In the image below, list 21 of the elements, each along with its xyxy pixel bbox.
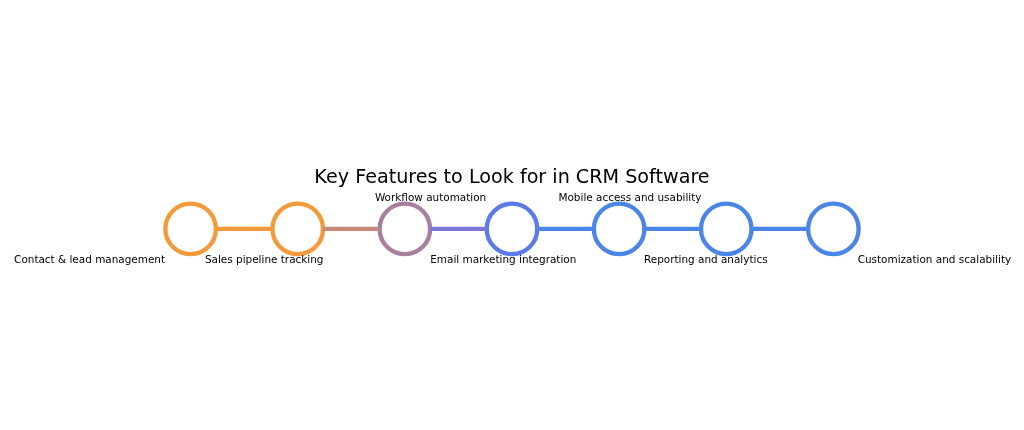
node-label: Email marketing integration	[430, 252, 577, 265]
node-label: Contact & lead management	[14, 252, 166, 265]
connector	[537, 226, 594, 232]
node-circle	[805, 201, 861, 257]
node-circle	[484, 201, 540, 257]
connector	[430, 226, 487, 232]
node-circle	[377, 201, 433, 257]
connector	[644, 226, 701, 232]
node-label: Workflow automation	[374, 190, 487, 203]
node-label: Sales pipeline tracking	[204, 252, 324, 265]
node-circle	[163, 201, 219, 257]
connector	[215, 226, 273, 232]
node-label: Reporting and analytics	[643, 252, 768, 265]
node-label: Customization and scalability	[857, 252, 1012, 265]
connector	[751, 226, 808, 232]
node-circle	[698, 201, 754, 257]
node-circle	[591, 201, 647, 257]
diagram-title: Key Features to Look for in CRM Software	[314, 165, 710, 189]
node-label: Mobile access and usability	[558, 190, 702, 203]
node-circle	[270, 201, 326, 257]
connector	[323, 226, 380, 232]
